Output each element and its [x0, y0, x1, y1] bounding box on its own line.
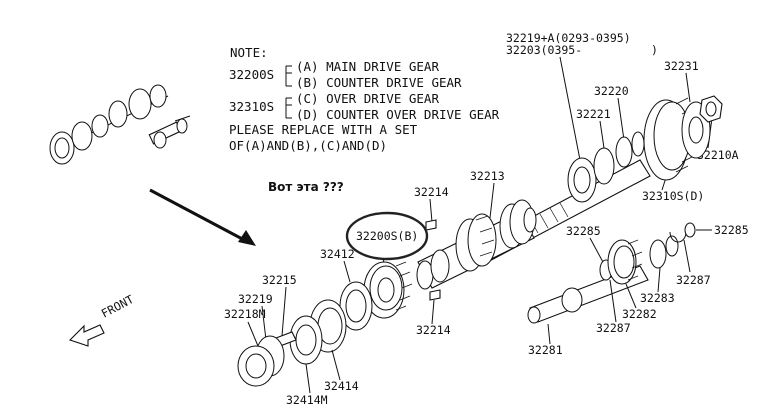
note-group-a: 32200S: [229, 67, 274, 82]
reverse-idler-assembly: 32285 32285 32281 32287 32287 32283 3228…: [527, 222, 749, 357]
label-32282: 32282: [622, 307, 657, 321]
front-indicator: FRONT: [68, 292, 136, 347]
highlight-circle: [345, 211, 429, 261]
label-32220: 32220: [594, 84, 629, 98]
note-block: NOTE: 32200S (A) MAIN DRIVE GEAR (B) COU…: [229, 45, 500, 153]
label-32287-left: 32287: [596, 321, 631, 335]
label-32215: 32215: [262, 273, 297, 287]
label-32287-right: 32287: [676, 273, 711, 287]
note-line-a: (A) MAIN DRIVE GEAR: [296, 59, 439, 74]
label-32285-left: 32285: [566, 224, 601, 238]
label-32214-bottom: 32214: [416, 323, 451, 337]
front-label: FRONT: [99, 292, 136, 321]
label-32214-top: 32214: [414, 185, 449, 199]
direction-arrow: [149, 188, 256, 246]
label-32210a: 32210A: [697, 148, 739, 162]
label-32218m: 32218M: [224, 307, 266, 321]
label-32310sd: 32310S(D): [642, 189, 704, 203]
label-32200sb: 32200S(B): [356, 229, 418, 243]
thumbnail-assembly: [49, 84, 191, 165]
label-32412: 32412: [320, 247, 355, 261]
label-32281: 32281: [528, 343, 563, 357]
label-32221: 32221: [576, 107, 611, 121]
label-32414: 32414: [324, 379, 359, 393]
annotation-question: Вот эта ???: [268, 180, 344, 194]
front-gear-stack: 32412 32414 32414M 32215 32219: [224, 247, 413, 407]
note-line-c: (C) OVER DRIVE GEAR: [296, 91, 439, 106]
label-32213: 32213: [470, 169, 505, 183]
note-group-b: 32310S: [229, 99, 274, 114]
note-title: NOTE:: [230, 45, 268, 60]
note-line-d: (D) COUNTER OVER DRIVE GEAR: [296, 107, 500, 122]
note-line-f: OF(A)AND(B),(C)AND(D): [229, 138, 387, 153]
label-32231: 32231: [664, 59, 699, 73]
label-32203: 32203(0395-: [506, 43, 582, 57]
user-annotation: Вот эта ??? 32200S(B): [268, 180, 429, 269]
label-32219: 32219: [238, 292, 273, 306]
top-labels: 32219+A(0293-0395) 32203(0395- ) 32231 3…: [506, 31, 739, 203]
label-32283: 32283: [640, 291, 675, 305]
note-line-b: (B) COUNTER DRIVE GEAR: [296, 75, 462, 90]
label-32285-right: 32285: [714, 223, 749, 237]
counter-shaft: 32213 32214 32214: [414, 169, 537, 337]
label-32219a: 32219+A(0293-0395): [506, 31, 631, 45]
label-32414m: 32414M: [286, 393, 328, 407]
note-line-e: PLEASE REPLACE WITH A SET: [229, 122, 418, 137]
label-32203-end: ): [651, 43, 658, 57]
